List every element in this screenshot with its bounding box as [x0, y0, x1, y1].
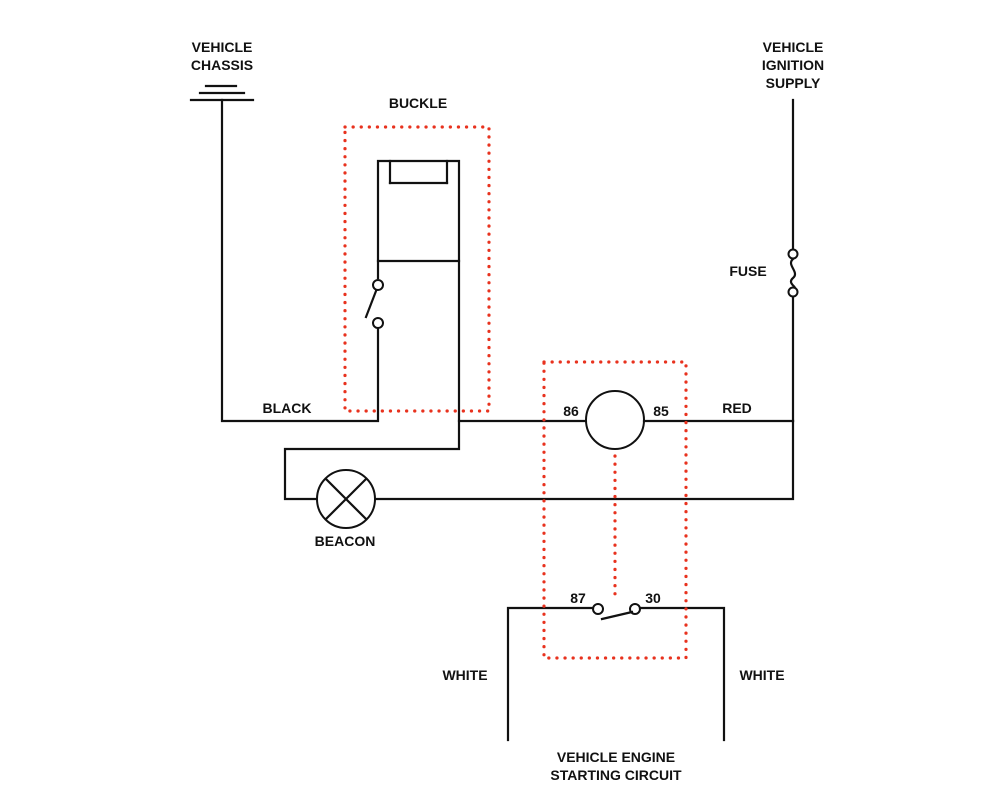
- white-wire-left: [506, 606, 595, 742]
- chassis-label-line1: VEHICLE: [192, 39, 253, 55]
- terminal-87-label: 87: [570, 590, 586, 606]
- white-wire-right: [638, 606, 726, 742]
- terminal-86-label: 86: [563, 403, 579, 419]
- buckle-enclosure: [343, 125, 491, 413]
- white-wire-label-right: WHITE: [739, 667, 784, 683]
- engine-circuit-label-line2: Starting Circuit: [550, 767, 682, 783]
- white-wire-label-left: WHITE: [442, 667, 487, 683]
- relay-coil-icon: [585, 390, 645, 450]
- buckle-switch-icon: [364, 279, 384, 329]
- terminal-85-label: 85: [653, 403, 669, 419]
- relay-contact-icon: [592, 603, 641, 621]
- ignition-label-line3: SUPPLY: [766, 75, 821, 91]
- chassis-label-line2: CHASSIS: [191, 57, 253, 73]
- buckle-label: BUCKLE: [389, 95, 447, 111]
- buckle-body: [376, 159, 461, 280]
- buckle-output-wire: [457, 259, 588, 423]
- red-wire-label: RED: [722, 400, 752, 416]
- ground-symbol-icon: [189, 84, 255, 102]
- relay-enclosure: [542, 360, 688, 660]
- black-wire: [220, 98, 380, 423]
- beacon-wire-left: [283, 419, 461, 501]
- fuse-label: FUSE: [729, 263, 766, 279]
- beacon-label: BEACON: [315, 533, 376, 549]
- engine-circuit-label-line1: Vehicle Engine: [557, 749, 675, 765]
- ignition-label-line2: IGNITION: [762, 57, 824, 73]
- black-wire-label: BLACK: [263, 400, 312, 416]
- fuse-icon: [787, 248, 799, 298]
- terminal-30-label: 30: [645, 590, 661, 606]
- beacon-lamp-icon: [316, 469, 376, 529]
- beacon-wire-right: [373, 419, 795, 501]
- ignition-label-line1: VEHICLE: [763, 39, 824, 55]
